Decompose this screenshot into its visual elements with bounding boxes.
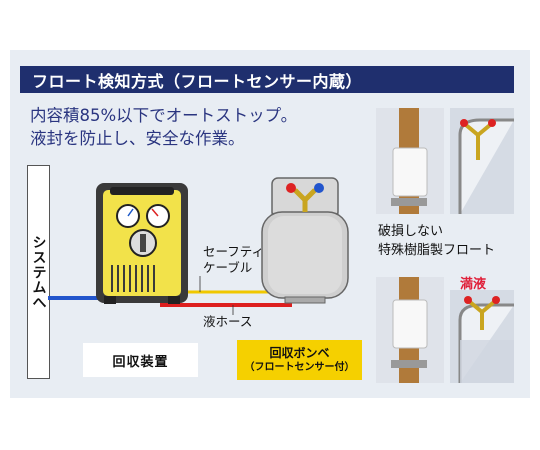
description-line-2: 液封を防止し、安全な作業。	[30, 129, 245, 148]
header-title: フロート検知方式（フロートセンサー内蔵）	[32, 71, 363, 91]
recovery-unit-icon	[96, 183, 188, 304]
cylinder-label-2: （フロートセンサー付）	[244, 362, 355, 373]
system-label: システムへ	[30, 234, 47, 310]
safety-cable-label-2: ケーブル	[203, 260, 253, 275]
gauge-icon	[116, 204, 140, 228]
float-label-1: 破損しない	[378, 224, 444, 239]
safety-cable-label-1: セーフティ	[203, 244, 265, 259]
recovery-unit-label: 回収装置	[112, 354, 169, 370]
cylinder-label-1: 回収ボンベ	[269, 346, 330, 360]
description-line-1: 内容積85%以下でオートストップ。	[30, 106, 298, 125]
system-box: システムへ	[27, 165, 50, 379]
full-liquid-label: 満液	[460, 277, 487, 292]
cylinder-label-box: 回収ボンベ （フロートセンサー付）	[237, 340, 362, 380]
float-label-2: 特殊樹脂製フロート	[378, 243, 496, 258]
valve-icon	[286, 183, 324, 212]
header-bar: フロート検知方式（フロートセンサー内蔵）	[20, 66, 514, 93]
float-sensor-icon	[376, 108, 514, 383]
cylinder-icon	[261, 177, 349, 304]
recovery-unit-label-box: 回収装置	[83, 343, 198, 377]
liquid-hose-label: 液ホース	[203, 314, 253, 329]
